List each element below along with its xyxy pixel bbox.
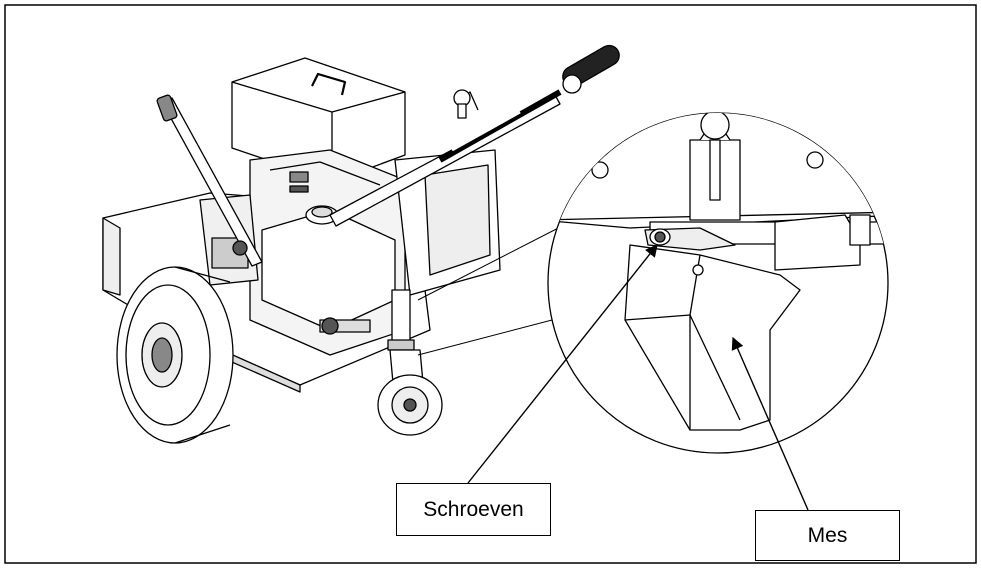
tool-box [231,57,406,183]
main-wheel [116,266,234,444]
knife-blade-shape [624,244,801,431]
figure-frame [4,4,977,564]
callout-knife: Mes [755,510,900,561]
knife-arrow [731,336,809,511]
caster-wheel [377,289,443,436]
tool-box-handle [311,72,347,96]
screws-arrow [467,244,658,484]
machine-drawing [102,44,620,444]
callout-knife-text: Mes [807,523,848,547]
detail-magnified-view [547,112,889,454]
callout-screws: Schroeven [396,483,551,536]
detail-leader-upper [417,221,571,301]
callout-screws-text: Schroeven [423,497,524,521]
detail-leader-lower [417,319,553,356]
